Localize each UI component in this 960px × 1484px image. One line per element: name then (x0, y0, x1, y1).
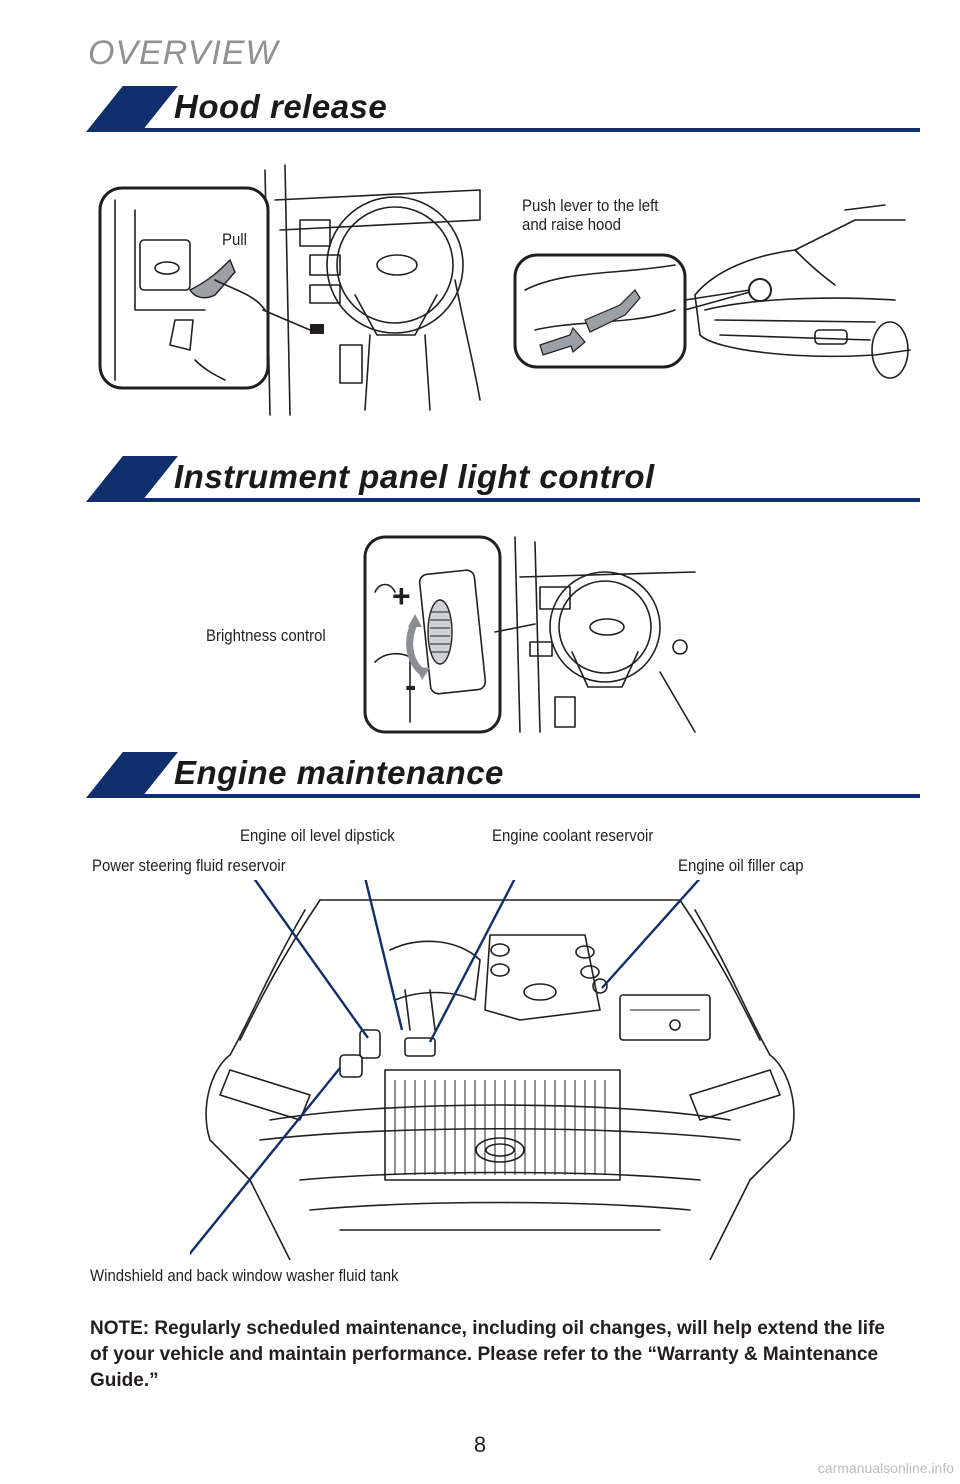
heading-tab-shape (86, 86, 178, 132)
push-lever-label: Push lever to the left and raise hood (522, 196, 659, 234)
push-lever-zoom-box (513, 253, 751, 369)
heading-rule (136, 498, 920, 502)
suv-front-drawing (694, 204, 911, 379)
heading-tab-shape (86, 456, 178, 502)
brightness-zoom-box: + - (363, 535, 536, 734)
washer-fluid-label: Windshield and back window washer fluid … (90, 1266, 399, 1285)
pull-zoom-box (98, 186, 311, 390)
oil-filler-cap-label: Engine oil filler cap (678, 856, 804, 875)
instrument-panel-title: Instrument panel light control (174, 458, 655, 495)
engine-maintenance-heading: Engine maintenance (86, 752, 920, 798)
coolant-reservoir-label: Engine coolant reservoir (492, 826, 654, 845)
pull-label: Pull (222, 230, 247, 249)
page-section-title: OVERVIEW (88, 34, 279, 72)
hood-release-heading: Hood release (86, 86, 920, 132)
brightness-control-label: Brightness control (206, 626, 326, 645)
instrument-panel-heading: Instrument panel light control (86, 456, 920, 502)
heading-rule (136, 794, 920, 798)
watermark: carmanualsonline.info (817, 1460, 954, 1476)
heading-rule (136, 128, 920, 132)
power-steering-label: Power steering fluid reservoir (92, 856, 286, 875)
heading-tab-shape (86, 752, 178, 798)
hood-release-title: Hood release (174, 88, 388, 125)
svg-text:-: - (405, 667, 416, 705)
instrument-panel-illustration: + - (363, 535, 696, 734)
hood-release-illustration (98, 164, 911, 416)
dipstick-label: Engine oil level dipstick (240, 826, 395, 845)
engine-drawing (205, 899, 795, 1260)
engine-maintenance-title: Engine maintenance (174, 754, 504, 791)
svg-text:+: + (392, 578, 411, 614)
dashboard-drawing (514, 536, 696, 733)
engine-bay-illustration (190, 880, 795, 1260)
callout-lines (190, 880, 701, 1256)
page-number: 8 (473, 1432, 487, 1457)
maintenance-note: NOTE: Regularly scheduled maintenance, i… (90, 1318, 885, 1391)
dashboard-drawing (264, 164, 481, 416)
